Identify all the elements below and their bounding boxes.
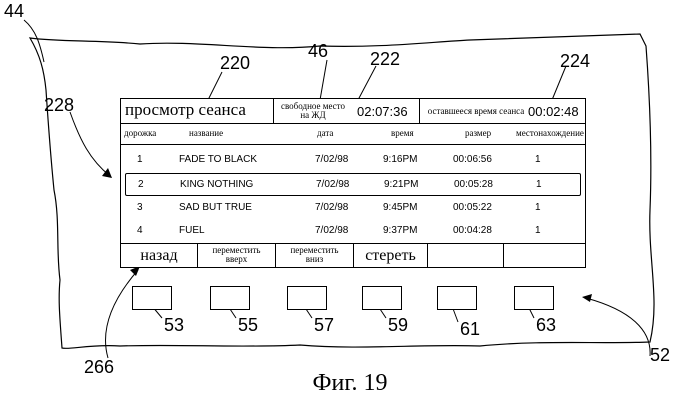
leader-52 xyxy=(586,298,650,356)
cell-location: 1 xyxy=(536,179,542,190)
move-up-softkey[interactable]: переместить вверх xyxy=(197,244,275,268)
table-row[interactable]: 1 FADE TO BLACK 7/02/98 9:16PM 00:06:56 … xyxy=(121,149,585,172)
leader-220 xyxy=(208,72,222,100)
ref-55: 55 xyxy=(238,316,258,334)
free-space-value: 02:07:36 xyxy=(357,104,408,119)
hardware-button-61[interactable] xyxy=(437,286,477,310)
table-row[interactable]: 3 SAD BUT TRUE 7/02/98 9:45PM 00:05:22 1 xyxy=(121,197,585,220)
ref-52: 52 xyxy=(650,346,670,364)
cell-location: 1 xyxy=(535,225,541,236)
cell-name: FUEL xyxy=(179,225,205,236)
ref-53: 53 xyxy=(164,316,184,334)
hardware-button-57[interactable] xyxy=(287,286,327,310)
cell-track: 4 xyxy=(137,225,143,236)
ref-59: 59 xyxy=(388,316,408,334)
cell-size: 00:04:28 xyxy=(453,225,492,236)
table-header: дорожка название дата время размер место… xyxy=(121,124,585,145)
remaining-time-label: оставшееся время сеанса xyxy=(421,107,531,116)
cell-track: 2 xyxy=(138,179,144,190)
hardware-button-63[interactable] xyxy=(514,286,554,310)
free-space-label: свободное место на ЖД xyxy=(274,102,352,120)
cell-size: 00:05:28 xyxy=(454,179,493,190)
leader-266 xyxy=(106,270,138,358)
cell-date: 7/02/98 xyxy=(315,202,348,213)
move-down-softkey[interactable]: переместить вниз xyxy=(275,244,353,268)
cell-size: 00:06:56 xyxy=(453,154,492,165)
empty-softkey-5[interactable] xyxy=(427,244,503,268)
remaining-time-value: 00:02:48 xyxy=(528,104,579,119)
cell-location: 1 xyxy=(535,202,541,213)
leader-222 xyxy=(358,66,376,100)
cell-track: 3 xyxy=(137,202,143,213)
leader-228 xyxy=(70,112,110,176)
hardware-button-55[interactable] xyxy=(210,286,250,310)
cell-name: KING NOTHING xyxy=(180,179,253,190)
col-date: дата xyxy=(317,128,333,138)
leader-224 xyxy=(552,66,566,100)
cell-time: 9:45PM xyxy=(383,202,417,213)
hardware-button-53[interactable] xyxy=(132,286,172,310)
cell-size: 00:05:22 xyxy=(453,202,492,213)
move-down-line2: вниз xyxy=(276,255,353,264)
cell-time: 9:21PM xyxy=(384,179,418,190)
cell-track: 1 xyxy=(137,154,143,165)
ref-63: 63 xyxy=(536,316,556,334)
cell-date: 7/02/98 xyxy=(316,179,349,190)
page-title: просмотр сеанса xyxy=(125,100,246,120)
col-time: время xyxy=(391,128,414,138)
ref-220: 220 xyxy=(220,54,250,72)
col-size: размер xyxy=(465,128,491,138)
leader-46 xyxy=(320,60,327,100)
table-row-selected[interactable]: 2 KING NOTHING 7/02/98 9:21PM 00:05:28 1 xyxy=(125,173,581,196)
col-track: дорожка xyxy=(124,128,156,138)
hardware-button-59[interactable] xyxy=(362,286,402,310)
ref-61: 61 xyxy=(460,320,480,338)
ref-228: 228 xyxy=(44,96,74,114)
ref-222: 222 xyxy=(370,50,400,68)
empty-softkey-6[interactable] xyxy=(503,244,585,268)
free-space-label-line2: на ЖД xyxy=(274,111,352,120)
table-row[interactable]: 4 FUEL 7/02/98 9:37PM 00:04:28 1 xyxy=(121,220,585,243)
cell-name: SAD BUT TRUE xyxy=(179,202,252,213)
cell-date: 7/02/98 xyxy=(315,225,348,236)
erase-softkey[interactable]: стереть xyxy=(353,244,427,268)
ref-57: 57 xyxy=(314,316,334,334)
col-location: местонахождение xyxy=(516,128,584,138)
screen-header: просмотр сеанса свободное место на ЖД 02… xyxy=(121,99,585,124)
session-view-screen: просмотр сеанса свободное место на ЖД 02… xyxy=(120,98,586,268)
cell-location: 1 xyxy=(535,154,541,165)
cell-time: 9:37PM xyxy=(383,225,417,236)
col-name: название xyxy=(189,128,223,138)
ref-44: 44 xyxy=(4,2,24,20)
cell-date: 7/02/98 xyxy=(315,154,348,165)
cell-name: FADE TO BLACK xyxy=(179,154,257,165)
move-up-line2: вверх xyxy=(198,255,275,264)
figure-caption: Фиг. 19 xyxy=(0,370,700,397)
back-softkey[interactable]: назад xyxy=(121,244,197,268)
cell-time: 9:16PM xyxy=(383,154,417,165)
ref-46: 46 xyxy=(308,42,328,60)
ref-224: 224 xyxy=(560,52,590,70)
leader-44 xyxy=(24,20,44,62)
softkey-bar: назад переместить вверх переместить вниз… xyxy=(121,243,585,268)
